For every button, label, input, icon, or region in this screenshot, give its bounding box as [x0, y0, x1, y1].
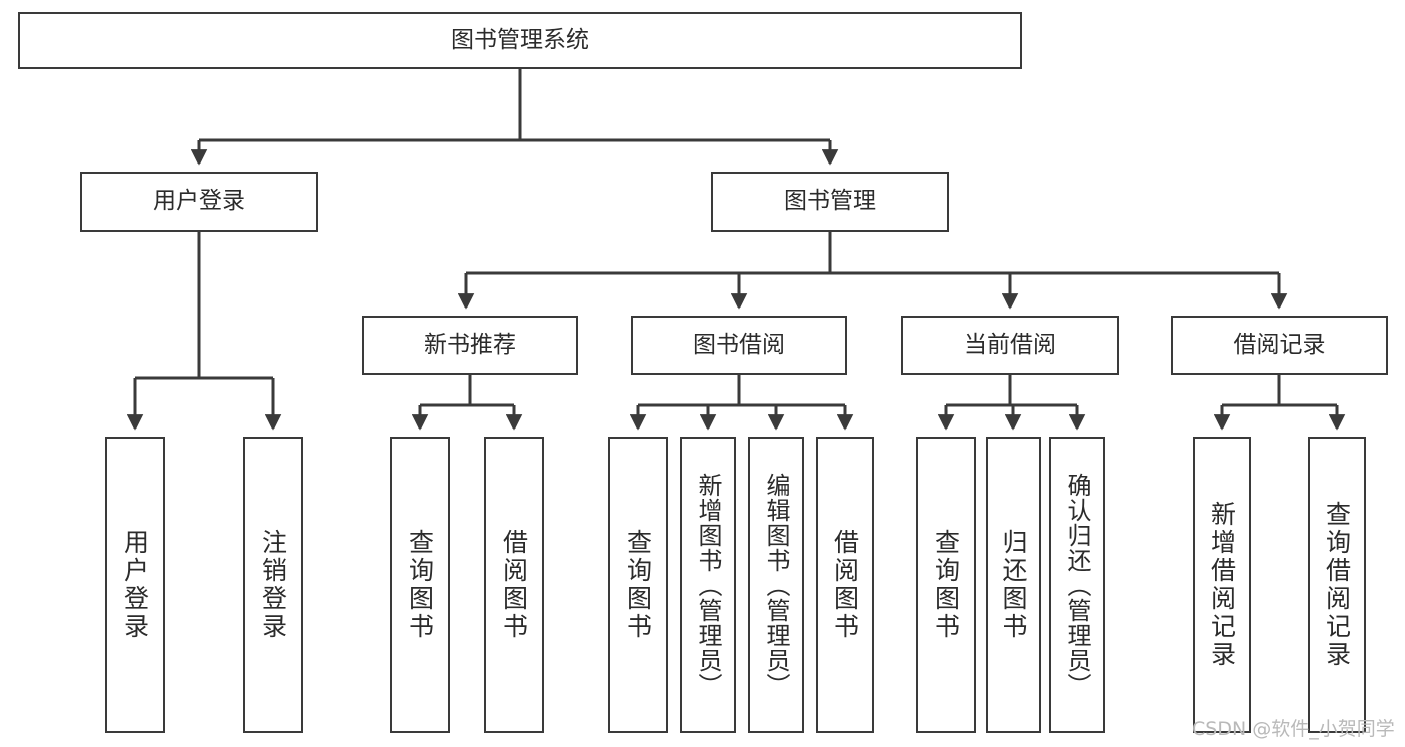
leaf-query-borrow-record[interactable]: 查询借阅记录	[1308, 437, 1366, 733]
node-new-book-recommend[interactable]: 新书推荐	[362, 316, 578, 375]
node-current-borrow[interactable]: 当前借阅	[901, 316, 1119, 375]
leaf-query-book-current-label: 查询图书	[931, 529, 961, 641]
node-root-label: 图书管理系统	[451, 26, 589, 53]
leaf-borrow-book-label: 借阅图书	[830, 529, 860, 641]
leaf-query-book-label: 查询图书	[623, 529, 653, 641]
leaf-add-borrow-record-label: 新增借阅记录	[1207, 501, 1237, 669]
leaf-logout-label: 注销登录	[258, 529, 288, 641]
leaf-query-book-recommend-label: 查询图书	[405, 529, 435, 641]
leaf-edit-book-admin[interactable]: 编辑图书（管理员）	[748, 437, 804, 733]
node-root[interactable]: 图书管理系统	[18, 12, 1022, 69]
leaf-return-book[interactable]: 归还图书	[986, 437, 1041, 733]
node-book-management-label: 图书管理	[784, 188, 876, 215]
node-borrow-record-label: 借阅记录	[1233, 331, 1326, 358]
leaf-add-borrow-record[interactable]: 新增借阅记录	[1193, 437, 1251, 733]
node-borrow-record[interactable]: 借阅记录	[1171, 316, 1388, 375]
node-new-book-recommend-label: 新书推荐	[424, 331, 516, 358]
leaf-confirm-return-admin-label: 确认归还（管理员）	[1063, 472, 1091, 698]
node-user-login[interactable]: 用户登录	[80, 172, 318, 232]
node-book-borrow-label: 图书借阅	[693, 331, 785, 358]
leaf-confirm-return-admin[interactable]: 确认归还（管理员）	[1049, 437, 1105, 733]
leaf-edit-book-admin-label: 编辑图书（管理员）	[762, 472, 790, 698]
leaf-query-book-current[interactable]: 查询图书	[916, 437, 976, 733]
node-user-login-label: 用户登录	[153, 188, 245, 215]
leaf-add-book-admin[interactable]: 新增图书（管理员）	[680, 437, 736, 733]
leaf-query-book-recommend[interactable]: 查询图书	[390, 437, 450, 733]
leaf-borrow-book-recommend-label: 借阅图书	[499, 529, 529, 641]
leaf-query-book[interactable]: 查询图书	[608, 437, 668, 733]
csdn-watermark: CSDN @软件_小贺同学	[1192, 718, 1395, 740]
leaf-borrow-book[interactable]: 借阅图书	[816, 437, 874, 733]
leaf-return-book-label: 归还图书	[999, 529, 1028, 641]
leaf-user-login[interactable]: 用户登录	[105, 437, 165, 733]
leaf-logout[interactable]: 注销登录	[243, 437, 303, 733]
node-book-borrow[interactable]: 图书借阅	[631, 316, 847, 375]
leaf-query-borrow-record-label: 查询借阅记录	[1322, 501, 1352, 669]
leaf-add-book-admin-label: 新增图书（管理员）	[694, 472, 722, 698]
leaf-borrow-book-recommend[interactable]: 借阅图书	[484, 437, 544, 733]
node-current-borrow-label: 当前借阅	[964, 331, 1056, 358]
leaf-user-login-label: 用户登录	[120, 529, 150, 641]
node-book-management[interactable]: 图书管理	[711, 172, 949, 232]
